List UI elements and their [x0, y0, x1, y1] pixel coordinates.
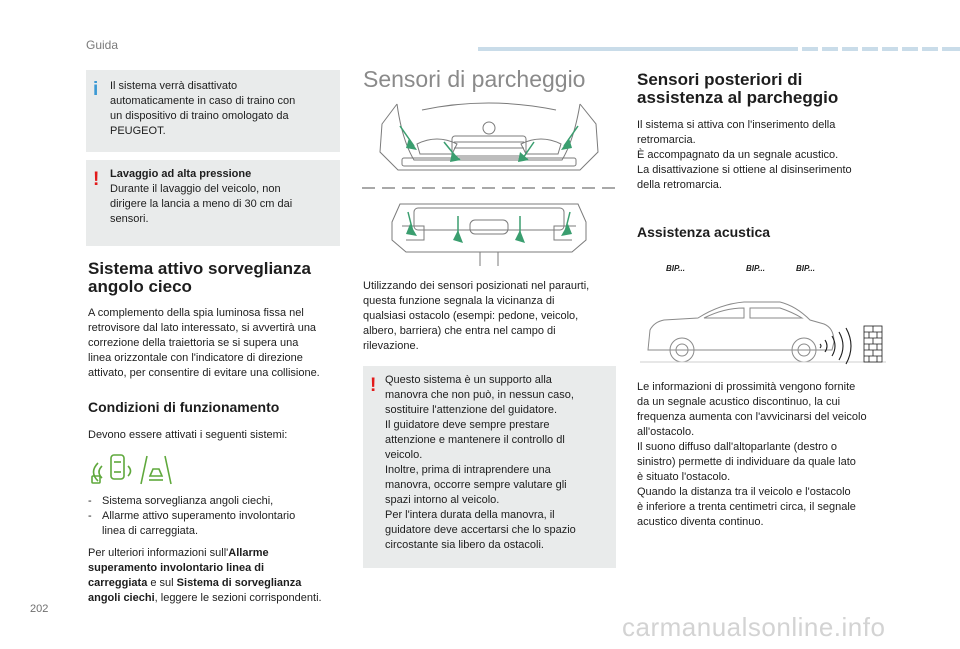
warning-icon: ! — [93, 169, 100, 190]
watermark: carmanualsonline.info — [622, 612, 886, 642]
warning-note-text: Lavaggio ad alta pressione Durante il la… — [110, 168, 293, 225]
more-info-reference: Per ulteriori informazioni sull'Allarme … — [88, 547, 322, 604]
page-number: 202 — [30, 603, 49, 615]
list-item: - Allarme attivo superamento involontari… — [88, 510, 296, 537]
warning-note-box: ! Lavaggio ad alta pressione Durante il … — [86, 160, 340, 246]
acoustic-assist-diagram: BIP... BIP... BIP... — [640, 264, 886, 365]
info-note-box: i Il sistema verrà disattivato automatic… — [86, 70, 340, 152]
parking-sensors-diagram — [362, 102, 616, 266]
parking-warning-box: ! Questo sistema è un supporto alla mano… — [363, 366, 616, 568]
parking-warning-text: Questo sistema è un supporto alla manovr… — [385, 374, 576, 551]
conditions-list: - Sistema sorveglianza angoli ciechi, - … — [88, 494, 295, 539]
list-item: - Sistema sorveglianza angoli ciechi, — [88, 495, 274, 507]
header-progress-bar — [478, 47, 960, 51]
blind-spot-heading: Sistema attivo sorveglianza angolo cieco — [88, 259, 311, 296]
beep-label: BIP... — [796, 264, 815, 273]
conditions-intro: Devono essere attivati i seguenti sistem… — [88, 429, 288, 441]
beep-label: BIP... — [746, 264, 765, 273]
section-label: Guida — [86, 38, 119, 52]
wall-obstacle — [863, 325, 883, 363]
lane-departure-icon — [140, 455, 172, 485]
beep-label: BIP... — [666, 264, 685, 273]
warning-icon: ! — [370, 375, 377, 396]
info-note-text: Il sistema verrà disattivato automaticam… — [110, 80, 296, 137]
info-icon: i — [93, 79, 99, 100]
rear-sensors-heading: Sensori posteriori di assistenza al parc… — [637, 70, 839, 107]
acoustic-assist-heading: Assistenza acustica — [637, 224, 771, 240]
conditions-heading: Condizioni di funzionamento — [88, 399, 280, 415]
blind-spot-intro: A complemento della spia luminosa fissa … — [88, 307, 320, 379]
parking-sensors-title: Sensori di parcheggio — [363, 66, 586, 92]
acoustic-assist-body: Le informazioni di prossimità vengono fo… — [637, 381, 867, 528]
parking-sensors-body: Utilizzando dei sensori posizionati nel … — [363, 280, 590, 352]
rear-sensors-intro: Il sistema si attiva con l'inserimento d… — [637, 119, 852, 191]
blind-spot-system-icon — [91, 454, 132, 484]
